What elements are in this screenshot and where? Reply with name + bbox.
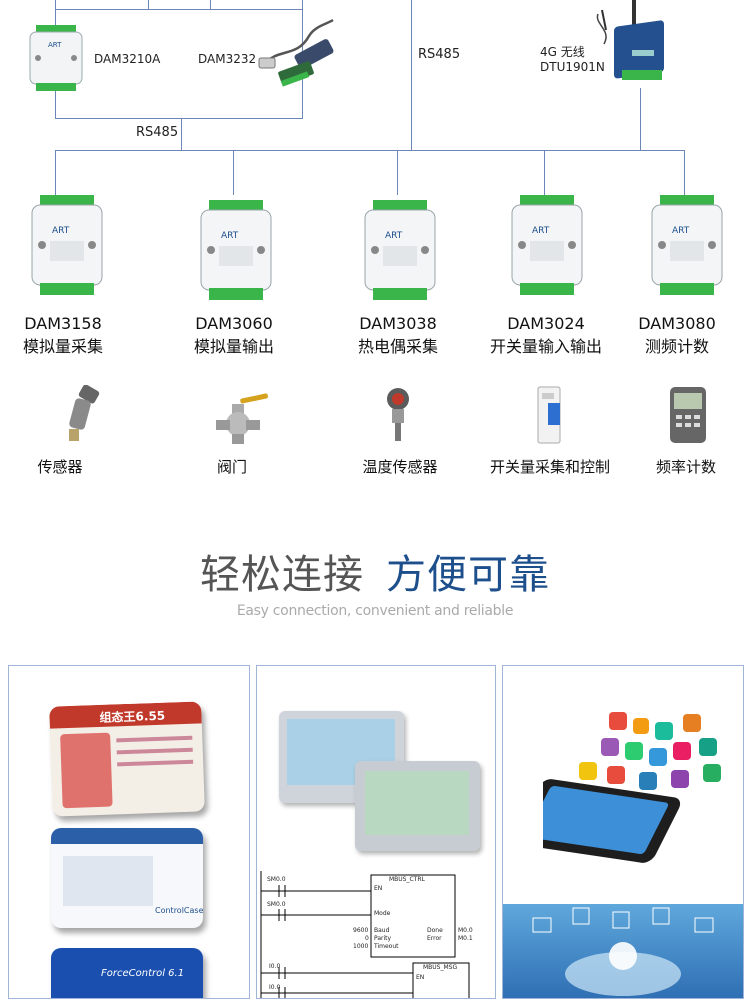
valve-label: 阀门: [216, 458, 247, 476]
frequency-meter-label: 频率计数: [655, 458, 716, 476]
dam3038-function: 热电偶采集: [357, 337, 438, 356]
svg-text:ART: ART: [48, 41, 62, 49]
kingview-card-title: 组态王6.55: [99, 708, 166, 725]
mbus-ctrl-baud: Baud: [374, 927, 390, 934]
mbus-ctrl-error: Error: [427, 935, 442, 942]
breaker-label: 开关量采集和控制: [489, 458, 610, 476]
breaker-icon: [537, 386, 561, 444]
dtu-model-label: DTU1901N: [540, 60, 605, 74]
dam3232-label: DAM3232: [198, 52, 257, 66]
pressure-sensor-label: 传感器: [37, 458, 83, 476]
rs485-label-left: RS485: [136, 125, 179, 140]
dam3158-module-image: ART: [31, 195, 103, 295]
mobile-cloud-panel: [502, 665, 744, 999]
bus-line: [55, 9, 302, 10]
valve-icon: [216, 393, 268, 444]
svg-text:ART: ART: [385, 231, 403, 241]
kingview-card: 组态王6.55: [49, 701, 205, 817]
mbus-msg-name: MBUS_MSG: [423, 964, 458, 971]
forcecontrol-card: ForceControl 6.1: [51, 948, 203, 998]
headline-subtitle: Easy connection, convenient and reliable: [236, 603, 514, 619]
dam3158-function: 模拟量采集: [22, 337, 103, 356]
mbus-ctrl-done: Done: [427, 927, 443, 934]
dam3024-module-image: ART: [511, 195, 583, 295]
bus-line: [148, 0, 149, 9]
bus-line: [210, 0, 211, 9]
svg-text:ART: ART: [532, 226, 550, 236]
dam3038-model: DAM3038: [359, 314, 437, 333]
bus-line: [233, 150, 234, 195]
dam3060-module-image: ART: [200, 200, 272, 300]
smartphone-apps-image: [543, 712, 721, 863]
mbus-ctrl-timeout-value: 1000: [353, 943, 369, 950]
headline-part1: 轻松连接: [200, 552, 364, 598]
usb-converter-image: [258, 18, 334, 87]
hmi-screen-front: [355, 761, 480, 851]
svg-text:ART: ART: [672, 226, 690, 236]
dam3024-model: DAM3024: [507, 314, 585, 333]
bus-line: [55, 150, 685, 151]
mbus-ctrl-en: EN: [374, 885, 383, 892]
frequency-meter-icon: [670, 387, 706, 443]
software-panel: 组态王6.55 ControlCase ForceControl 6.1: [8, 665, 250, 999]
temperature-sensor-label: 温度传感器: [362, 458, 438, 476]
dam3080-module-image: ART: [651, 195, 723, 295]
mbus-ctrl-error-output: M0.1: [458, 935, 473, 942]
mbus-ctrl-name: MBUS_CTRL: [389, 876, 425, 883]
headline: 轻松连接方便可靠: [0, 542, 750, 600]
cloud-network-image: [503, 904, 743, 998]
mbus-ctrl-parity-value: 0: [365, 935, 369, 942]
mbus-ctrl-mode: Mode: [374, 910, 391, 917]
bus-line: [684, 150, 685, 195]
svg-text:ART: ART: [52, 226, 70, 236]
forcecontrol-card-title: ForceControl 6.1: [101, 968, 185, 979]
controlcase-card-brand: ControlCase: [155, 906, 203, 915]
mbus-msg-en: EN: [416, 974, 425, 981]
contact-sm00-a: SM0.0: [267, 876, 286, 883]
dam3210a-module-image: ART: [29, 25, 83, 91]
dam3080-function: 测频计数: [644, 337, 709, 356]
dam3060-function: 模拟量输出: [193, 337, 274, 356]
bus-line: [181, 118, 182, 150]
mbus-ctrl-timeout: Timeout: [374, 943, 399, 950]
bus-line: [544, 150, 545, 195]
contact-i00-a: I0.0: [269, 963, 281, 970]
contact-sm00-b: SM0.0: [267, 901, 286, 908]
bus-line: [55, 118, 303, 119]
bus-line: [55, 150, 56, 195]
contact-i00-b: I0.0: [269, 984, 281, 991]
temperature-sensor-icon: [387, 388, 409, 441]
controlcase-card: ControlCase: [51, 828, 203, 928]
svg-text:ART: ART: [221, 231, 239, 241]
bus-line: [397, 150, 398, 195]
pressure-sensor-icon: [69, 385, 100, 441]
dtu-wireless-label: 4G 无线: [540, 45, 585, 59]
dtu-gateway-image: [596, 0, 664, 80]
bus-line: [640, 88, 641, 150]
bus-line: [411, 0, 412, 150]
mbus-ctrl-parity: Parity: [374, 935, 392, 942]
dam3080-model: DAM3080: [638, 314, 716, 333]
plc-ladder-diagram: [260, 871, 470, 998]
dam3158-model: DAM3158: [24, 314, 102, 333]
dam3038-module-image: ART: [364, 200, 436, 300]
mbus-ctrl-baud-value: 9600: [353, 927, 369, 934]
rs485-label-mid: RS485: [418, 47, 461, 62]
mbus-ctrl-done-output: M0.0: [458, 927, 473, 934]
headline-part2: 方便可靠: [386, 552, 550, 598]
hmi-plc-panel: SM0.0 SM0.0 I0.0 I0.0 MBUS_CTRL EN Mode …: [256, 665, 496, 999]
dam3210a-label: DAM3210A: [94, 52, 161, 66]
dam3060-model: DAM3060: [195, 314, 273, 333]
dam3024-function: 开关量输入输出: [489, 337, 602, 356]
